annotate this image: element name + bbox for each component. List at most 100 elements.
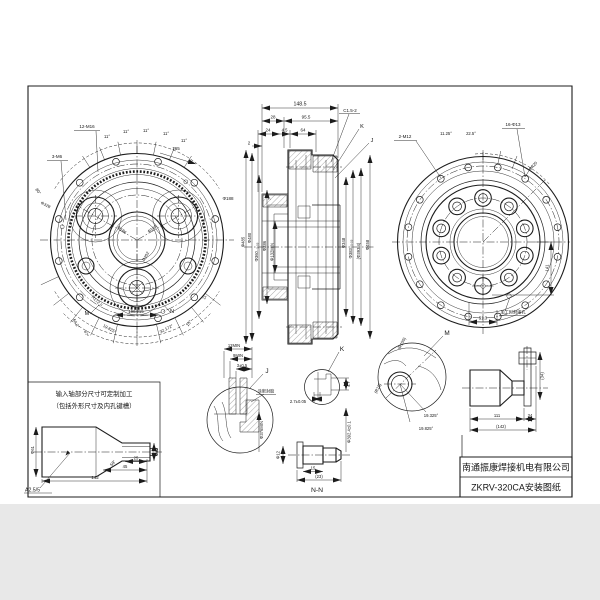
dim-165: 165 (172, 146, 180, 151)
drawing-frame (28, 86, 572, 497)
front-top-angle-dims (55, 140, 220, 189)
front-bottom-angle-dims (41, 277, 221, 346)
dim-phi392-4: Φ392.4±0.1 (347, 420, 352, 443)
note-input-shaft-2: （包括外形尺寸及内孔键槽） (52, 401, 135, 410)
dim-11deg-2: 11° (123, 129, 129, 134)
dim-198-215: 198.215 (128, 309, 144, 314)
note-input-shaft-1: 输入轴部分尺寸可定制加工 (56, 389, 133, 398)
dim-19-325deg: 19.325° (424, 413, 439, 418)
dim-19-825deg: 19.825° (102, 323, 117, 334)
dim-111: 111 (494, 413, 501, 418)
front-bolt-holes-12xM16 (55, 158, 218, 321)
dim-phi458: Φ458 (365, 239, 370, 250)
dim-22-5deg: 22.5° (466, 131, 476, 136)
dim-34-ref: (34) (540, 372, 545, 380)
rear-dowel-pin-hole (472, 275, 494, 297)
dim-7: 7 (267, 197, 272, 200)
dim-24: 24 (265, 128, 271, 133)
dim-11deg-5: 11° (181, 138, 187, 143)
dim-4-7: 4.7 (346, 380, 351, 386)
dim-phi328: Φ328 (40, 200, 52, 210)
dim-phi393-4: (Φ393.4) (356, 242, 361, 259)
dim-142: 142 (91, 475, 99, 480)
dim-28: 28 (270, 115, 276, 120)
dim-11-25deg: 11.25° (440, 131, 452, 136)
note-seal: 涂密封胶 (258, 388, 275, 395)
dim-phi348: Φ348 (341, 237, 346, 248)
front-mid-holes (78, 258, 196, 274)
title-block: 南通振康焊接机电有限公司 ZKRV-320CA安装图纸 (460, 435, 572, 497)
dim-11deg-3: 11° (143, 128, 149, 133)
section-nn-label: N-N (311, 487, 323, 494)
dim-phi376min: Φ376MIN (259, 421, 264, 439)
detail-marker-m: M (85, 311, 90, 317)
dim-12min: 12MIN (228, 343, 240, 348)
dim-15deg: 15° (185, 319, 193, 327)
rear-plug-hole (507, 294, 511, 298)
dim-phi480: Φ480 (247, 232, 252, 243)
dim-25: 25 (134, 456, 139, 461)
section-view: 148.5 28 95.5 24 4.5 64 2 7 C1.5-2 K J Φ… (241, 102, 375, 345)
dim-3-m6: 3-M6 (52, 154, 63, 159)
rear-holes-16xphi13 (405, 164, 561, 320)
dim-16-phi13: 16-Φ13 (505, 122, 521, 127)
dim-phi485: Φ485 (241, 236, 246, 247)
dim-32-172deg: 32.172° (159, 323, 174, 334)
dim-phi132min: Φ132MIN (270, 243, 275, 261)
detail-marker-n: N (170, 309, 174, 315)
detail-j: 12MIN 9MIN 3±0.5 J 涂密封胶 Φ376MIN (207, 343, 276, 453)
dim-87deg: 87° (83, 330, 90, 338)
dim-phi188: Φ188 (222, 196, 234, 201)
front-view: 12-M16 3-M6 165 11° 11° 11° 11° 11° 80° … (34, 124, 234, 346)
note-plug-hole: 加工时封堵孔 (500, 309, 526, 316)
detail-m-label: M (444, 330, 449, 337)
dim-45: 45 (123, 464, 128, 469)
detail-j-label: J (265, 368, 268, 375)
dim-phi186: Φ186 (116, 225, 128, 236)
dim-95-5: 95.5 (302, 115, 311, 120)
dim-12-m16: 12-M16 (79, 124, 95, 129)
dim-64-2deg: 64.2° (72, 318, 81, 329)
surface-finish-mark: A2.5/5 (25, 488, 40, 494)
detail-k: K 4.7 2.7±0.05 Φ392.4±0.1 (290, 346, 352, 452)
dim-phi383: Φ383₊₀.₀₅ (348, 239, 353, 258)
dim-phi12: Φ12 (276, 450, 281, 459)
detail-m: M (R150) (R15) 19.325° 19.825° (373, 330, 450, 431)
input-shaft-outline (42, 427, 150, 477)
dim-r202: R202 (141, 250, 150, 262)
dim-r15: (R15) (373, 382, 383, 394)
desk-background (0, 504, 600, 600)
dim-phi360: Φ360₋₀.₀₅ (254, 242, 259, 261)
dim-chamfer-c1-5-2: C1.5-2 (343, 108, 357, 113)
dim-r150: (R150) (396, 336, 407, 350)
detail-marker-k: K (360, 124, 364, 130)
section-nn: Φ12 15 (23) N-N (276, 442, 353, 494)
dim-phi420: Φ420 (528, 160, 539, 171)
dim-2-7-0-05: 2.7±0.05 (290, 399, 307, 404)
dim-148-5: 148.5 (294, 102, 307, 108)
output-side-view: 111 34 (142) (34) (462, 346, 548, 433)
front-holes-3xM6 (60, 180, 188, 314)
dim-phi286: Φ286 (262, 240, 267, 251)
rear-socket-bolts (433, 190, 533, 286)
dim-64: 64 (300, 128, 306, 133)
dim-23: (23) (315, 474, 323, 479)
dim-11deg-6: 11° (201, 292, 208, 300)
dim-phi82: Φ82 (154, 447, 159, 456)
dim-2: 2 (248, 141, 251, 146)
dim-9min: 9MIN (233, 353, 243, 358)
company-name: 南通振康焊接机电有限公司 (462, 462, 570, 473)
detail-k-label: K (340, 346, 345, 353)
dim-58deg: 58° (109, 459, 117, 467)
drawing-title: ZKRV-320CA安装图纸 (471, 482, 561, 493)
dim-141: 141 (545, 264, 550, 272)
detail-marker-j: J (371, 138, 374, 144)
dim-2-m12: 2-M12 (399, 134, 412, 139)
dim-phi61: Φ61 (30, 445, 35, 454)
dim-phi144: Φ144 (146, 223, 158, 234)
dim-80deg: 80° (34, 187, 42, 195)
dim-3-0-5: 3±0.5 (237, 363, 248, 368)
